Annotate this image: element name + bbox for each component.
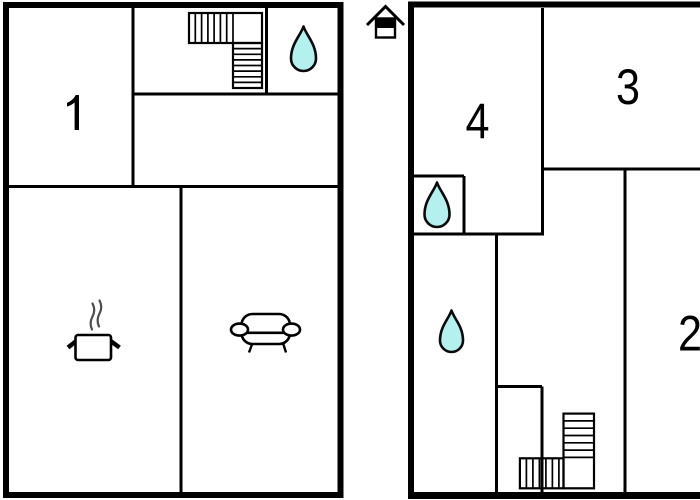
svg-text:3: 3 <box>616 59 640 115</box>
svg-text:2: 2 <box>678 306 700 362</box>
svg-text:4: 4 <box>466 94 490 150</box>
